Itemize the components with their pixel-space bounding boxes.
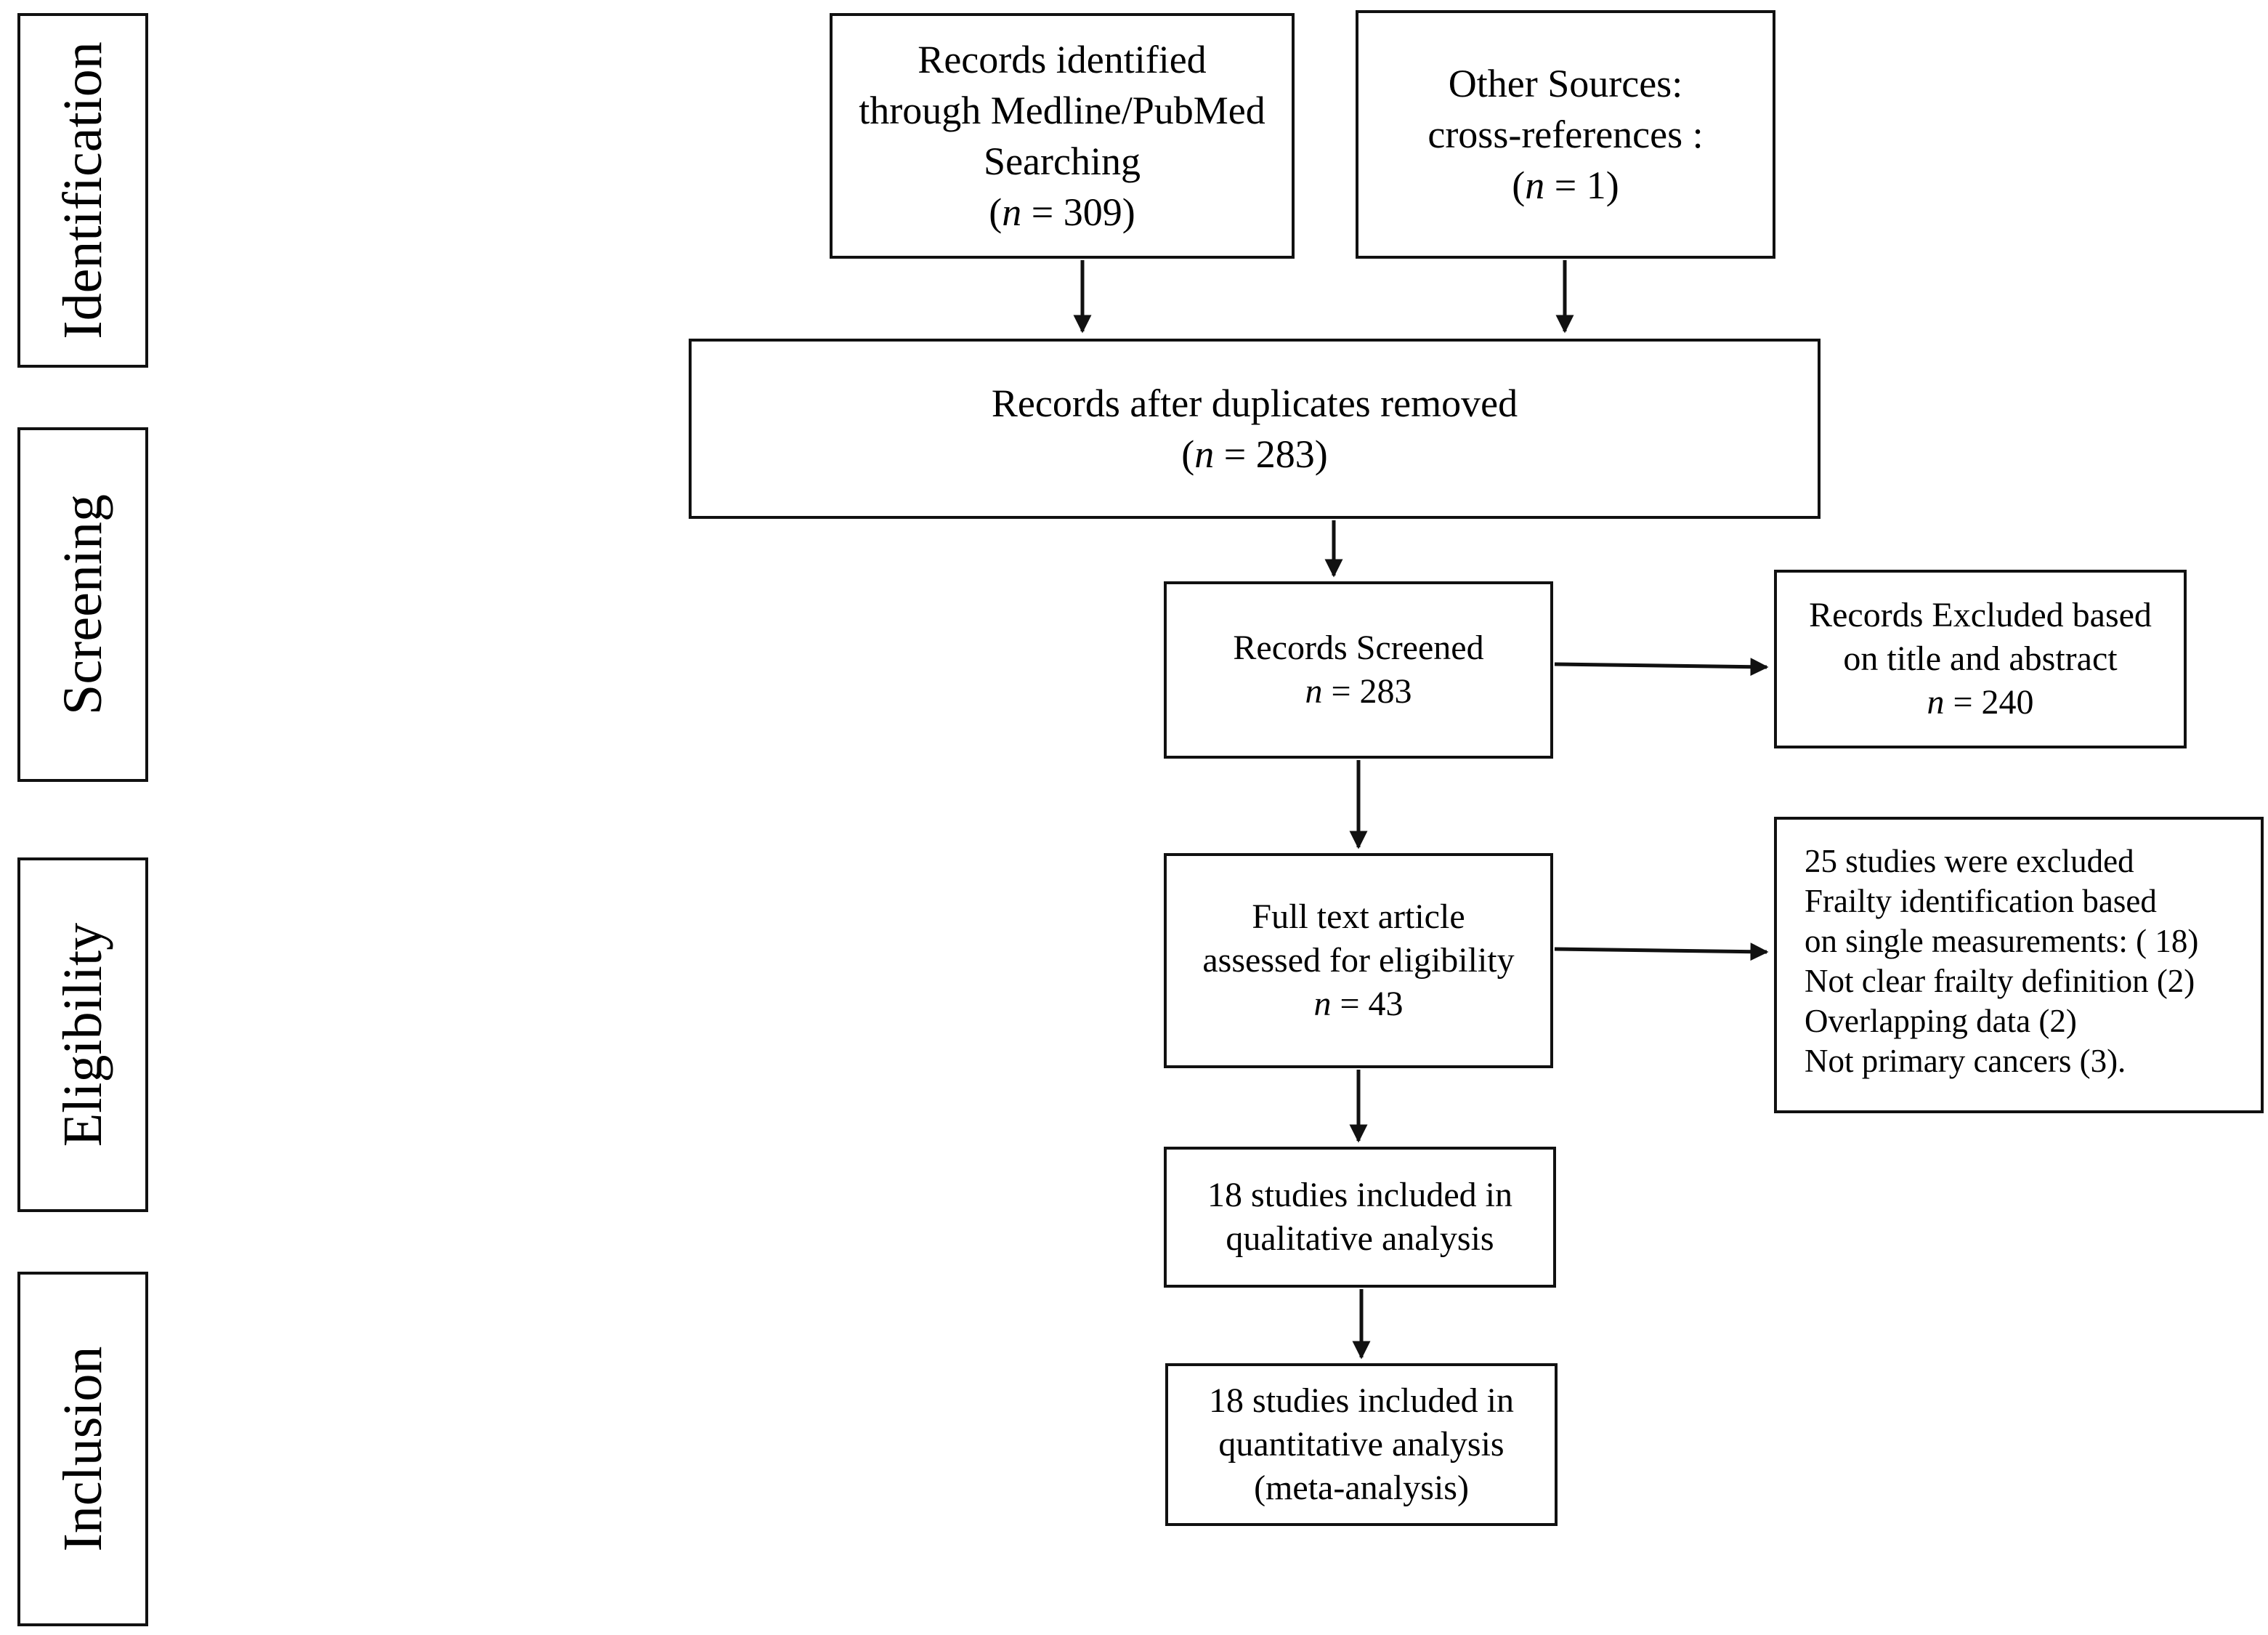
excluded-studies-line: Frailty identification based [1805, 883, 2157, 919]
excluded-studies-line: Not clear frailty definition (2) [1805, 963, 2195, 999]
quantitative-line1: 18 studies included in [1209, 1381, 1514, 1420]
phase-identification: Identification [17, 13, 148, 368]
records-identified-count: (n = 309) [989, 190, 1135, 234]
phase-screening: Screening [17, 427, 148, 782]
records-identified-line2: through Medline/PubMed [859, 89, 1265, 132]
full-text-line2: assessed for eligibility [1202, 941, 1515, 980]
excluded-studies-box: 25 studies were excluded Frailty identif… [1774, 817, 2264, 1113]
count-value: = 283 [1322, 672, 1412, 711]
excluded-studies-line: Not primary cancers (3). [1805, 1043, 2126, 1079]
qualitative-line1: 18 studies included in [1207, 1176, 1512, 1214]
records-excluded-count: n = 240 [1927, 681, 2033, 724]
records-identified-line1: Records identified [918, 38, 1207, 81]
duplicates-removed-line1: Records after duplicates removed [991, 382, 1518, 425]
records-screened-count: n = 283 [1305, 670, 1412, 714]
count-value: = 283) [1214, 432, 1328, 476]
n-variable: n [1927, 683, 1945, 722]
records-excluded-line1: Records Excluded based [1809, 596, 2152, 634]
records-excluded-line2: on title and abstract [1843, 639, 2118, 678]
n-variable: n [1305, 672, 1323, 711]
qualitative-line2: qualitative analysis [1226, 1219, 1494, 1258]
n-variable: n [1525, 164, 1545, 207]
records-identified-line3: Searching [984, 140, 1141, 183]
records-excluded-box: Records Excluded based on title and abst… [1774, 570, 2187, 748]
n-variable: n [1194, 432, 1215, 476]
records-identified-box: Records identified through Medline/PubMe… [830, 13, 1295, 259]
duplicates-removed-box: Records after duplicates removed (n = 28… [689, 339, 1821, 519]
phase-eligibility: Eligibility [17, 857, 148, 1212]
full-text-line1: Full text article [1252, 897, 1465, 936]
excluded-studies-line: Overlapping data (2) [1805, 1003, 2077, 1039]
other-sources-count: (n = 1) [1512, 164, 1619, 207]
records-screened-line1: Records Screened [1233, 629, 1484, 667]
quantitative-line2: quantitative analysis [1218, 1425, 1504, 1464]
count-value: = 240 [1944, 683, 2034, 722]
qualitative-analysis-box: 18 studies included in qualitative analy… [1164, 1147, 1556, 1288]
count-value: = 1) [1544, 164, 1619, 207]
quantitative-analysis-box: 18 studies included in quantitative anal… [1165, 1363, 1558, 1526]
n-variable: n [1313, 985, 1332, 1023]
full-text-assessed-box: Full text article assessed for eligibili… [1164, 853, 1553, 1068]
other-sources-box: Other Sources: cross-references : (n = 1… [1356, 10, 1775, 259]
excluded-studies-line: on single measurements: ( 18) [1805, 923, 2199, 959]
arrow-fulltext-to-excluded-studies [1554, 942, 1769, 961]
count-value: = 309) [1021, 190, 1135, 234]
other-sources-line2: cross-references : [1427, 113, 1704, 156]
n-variable: n [1002, 190, 1022, 234]
other-sources-line1: Other Sources: [1448, 62, 1683, 105]
full-text-count: n = 43 [1313, 982, 1403, 1026]
records-screened-box: Records Screened n = 283 [1164, 581, 1553, 759]
arrow-screened-to-excluded [1554, 658, 1769, 677]
phase-inclusion: Inclusion [17, 1272, 148, 1626]
excluded-studies-line: 25 studies were excluded [1805, 843, 2134, 879]
count-value: = 43 [1331, 985, 1404, 1023]
duplicates-removed-count: (n = 283) [1181, 432, 1328, 476]
quantitative-line3: (meta-analysis) [1254, 1469, 1469, 1507]
